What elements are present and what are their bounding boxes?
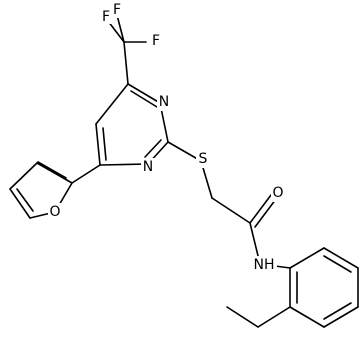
bond-furan-c2-c3: [36, 162, 73, 184]
atom-n-bottom: N: [141, 158, 155, 176]
bond-ar-2-3: [323, 247, 359, 269]
bond-c4-c5-double: [102, 127, 107, 161]
atom-f3-label: F: [152, 33, 160, 49]
atom-f3: F: [149, 33, 163, 49]
bond-ar-2-3-double: [323, 255, 352, 273]
bond-cf3-ring: [123, 41, 129, 85]
atom-n-bottom-label: N: [143, 159, 153, 175]
bond-c-o-double-2: [254, 198, 277, 228]
bond-c2-n3-double: [144, 139, 162, 158]
bond-c6-n1: [127, 83, 161, 104]
atom-f2: F: [110, 2, 124, 18]
atom-nh: NH: [251, 256, 277, 274]
bond-n3-c4: [99, 163, 149, 166]
bond-c5-c6: [95, 83, 129, 125]
bond-furan-c4-c5: [9, 188, 31, 219]
bond-ar-4-5: [323, 306, 359, 328]
bond-c4-furan: [71, 164, 101, 184]
atom-f2-label: F: [113, 2, 121, 18]
bond-furan-c2-c3-double: [37, 161, 67, 179]
bond-ar-4-5-double: [323, 302, 352, 320]
atom-label-group: F F F N N S O O: [48, 2, 285, 274]
bond-ethyl: [226, 306, 259, 328]
bond-cf3-f1: [107, 20, 125, 43]
atom-o-carbonyl-label: O: [272, 185, 283, 201]
atom-f1-label: F: [102, 9, 110, 25]
bond-c-o-double-1: [249, 194, 272, 224]
atom-f1: F: [99, 8, 113, 25]
atom-n-top: N: [157, 93, 171, 111]
bond-furan-c3-c4: [9, 162, 38, 190]
bond-c4-c5: [95, 123, 101, 166]
atom-nh-label: NH: [254, 257, 275, 273]
atom-s-label: S: [199, 151, 208, 167]
bond-ar-1-2: [289, 247, 325, 269]
atom-o-furan: O: [48, 203, 62, 221]
bond-ar-5-6: [289, 306, 325, 328]
atom-o-carbonyl: O: [271, 184, 285, 202]
bond-ch2-c: [211, 197, 251, 224]
bond-ar-ethyl: [257, 306, 291, 328]
bond-furan-c4-c5-double: [16, 188, 34, 212]
bond-c2-s: [167, 141, 202, 162]
atom-s: S: [196, 150, 210, 168]
bond-c6-n1-double: [130, 90, 158, 108]
atom-o-furan-label: O: [49, 204, 60, 220]
bond-group: [9, 14, 359, 328]
bond-cf3-f2: [116, 14, 125, 43]
atom-n-top-label: N: [159, 94, 169, 110]
